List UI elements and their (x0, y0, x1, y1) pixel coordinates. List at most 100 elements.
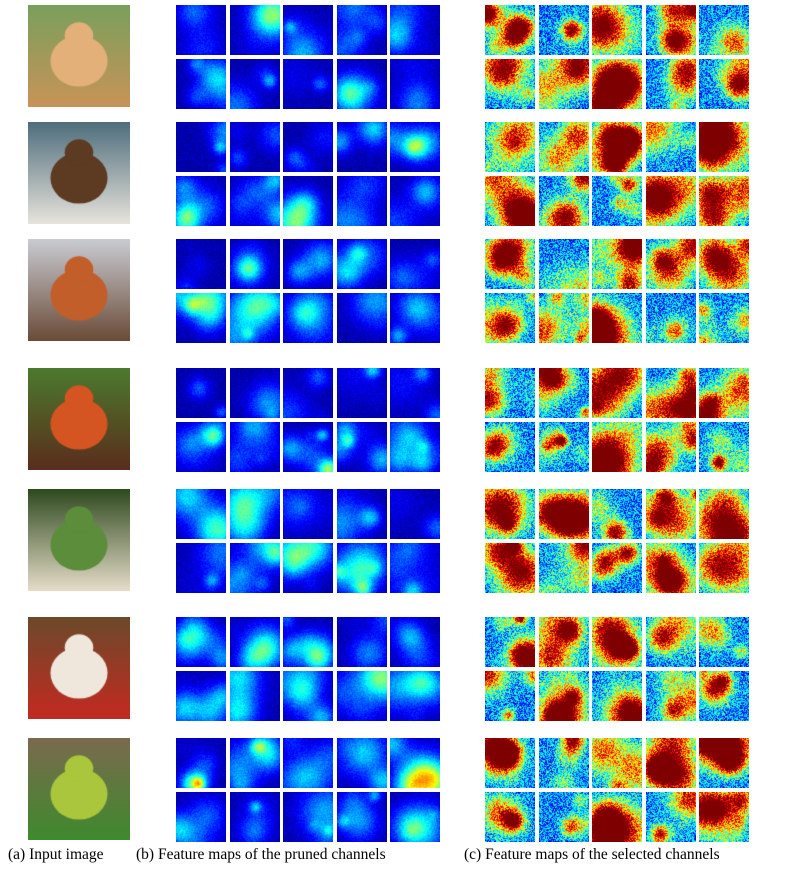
pruned-feature-map-kitten-0-1 (230, 5, 280, 55)
selected-feature-map-chameleon-0-3 (646, 738, 696, 788)
pruned-feature-map-kitten-1-0 (176, 59, 226, 109)
caption-selected-channels: (c) Feature maps of the selected channel… (464, 846, 720, 863)
pruned-feature-map-robin-0-4 (390, 239, 440, 289)
selected-feature-map-chameleon-1-2 (592, 792, 642, 842)
selected-feature-map-chameleon-1-1 (539, 792, 589, 842)
selected-feature-map-robin-1-2 (592, 293, 642, 343)
selected-feature-map-stork-0-4 (699, 122, 749, 172)
selected-feature-map-stork-1-4 (699, 176, 749, 226)
pruned-feature-map-stork-1-3 (337, 176, 387, 226)
selected-feature-map-hen-1-0 (485, 422, 535, 472)
pruned-feature-map-dog-1-1 (230, 543, 280, 593)
selected-feature-map-dog-0-2 (592, 489, 642, 539)
selected-feature-map-hen-1-1 (539, 422, 589, 472)
selected-feature-map-hen-0-0 (485, 368, 535, 418)
pruned-feature-map-dog-0-4 (390, 489, 440, 539)
input-image-mushroom (28, 617, 130, 719)
pruned-feature-map-chameleon-1-1 (230, 792, 280, 842)
input-image-robin (28, 239, 130, 341)
selected-feature-map-chameleon-1-0 (485, 792, 535, 842)
pruned-feature-map-robin-1-2 (283, 293, 333, 343)
pruned-feature-map-hen-1-2 (283, 422, 333, 472)
pruned-feature-map-hen-0-1 (230, 368, 280, 418)
pruned-feature-map-dog-1-0 (176, 543, 226, 593)
pruned-feature-map-stork-1-2 (283, 176, 333, 226)
pruned-feature-map-mushroom-1-0 (176, 671, 226, 721)
selected-feature-map-stork-0-0 (485, 122, 535, 172)
selected-feature-map-hen-0-3 (646, 368, 696, 418)
selected-feature-map-mushroom-1-4 (699, 671, 749, 721)
selected-feature-map-robin-1-3 (646, 293, 696, 343)
pruned-feature-map-stork-0-3 (337, 122, 387, 172)
pruned-feature-map-kitten-1-1 (230, 59, 280, 109)
pruned-feature-map-chameleon-1-4 (390, 792, 440, 842)
pruned-feature-map-dog-0-0 (176, 489, 226, 539)
selected-feature-map-chameleon-0-0 (485, 738, 535, 788)
pruned-feature-map-mushroom-1-4 (390, 671, 440, 721)
pruned-feature-map-mushroom-1-1 (230, 671, 280, 721)
selected-feature-map-dog-1-1 (539, 543, 589, 593)
selected-feature-map-chameleon-0-2 (592, 738, 642, 788)
selected-feature-map-robin-1-4 (699, 293, 749, 343)
selected-feature-map-kitten-1-3 (646, 59, 696, 109)
selected-feature-map-mushroom-0-4 (699, 617, 749, 667)
selected-feature-map-kitten-1-0 (485, 59, 535, 109)
input-image-kitten (28, 5, 130, 107)
pruned-feature-map-robin-1-4 (390, 293, 440, 343)
pruned-feature-map-kitten-0-4 (390, 5, 440, 55)
pruned-feature-map-hen-0-2 (283, 368, 333, 418)
pruned-feature-map-robin-0-2 (283, 239, 333, 289)
selected-feature-map-dog-0-0 (485, 489, 535, 539)
selected-feature-map-robin-0-0 (485, 239, 535, 289)
pruned-feature-map-chameleon-1-3 (337, 792, 387, 842)
selected-feature-map-chameleon-1-3 (646, 792, 696, 842)
pruned-feature-map-dog-1-3 (337, 543, 387, 593)
selected-feature-map-chameleon-0-1 (539, 738, 589, 788)
selected-feature-map-dog-1-4 (699, 543, 749, 593)
selected-feature-map-kitten-0-3 (646, 5, 696, 55)
input-image-chameleon (28, 738, 130, 840)
pruned-feature-map-chameleon-1-0 (176, 792, 226, 842)
pruned-feature-map-hen-1-1 (230, 422, 280, 472)
pruned-feature-map-hen-0-4 (390, 368, 440, 418)
pruned-feature-map-kitten-1-2 (283, 59, 333, 109)
pruned-feature-map-robin-1-1 (230, 293, 280, 343)
pruned-feature-map-stork-1-1 (230, 176, 280, 226)
selected-feature-map-stork-1-2 (592, 176, 642, 226)
pruned-feature-map-stork-0-0 (176, 122, 226, 172)
pruned-feature-map-hen-0-0 (176, 368, 226, 418)
selected-feature-map-kitten-1-4 (699, 59, 749, 109)
selected-feature-map-chameleon-1-4 (699, 792, 749, 842)
pruned-feature-map-robin-0-1 (230, 239, 280, 289)
selected-feature-map-kitten-0-2 (592, 5, 642, 55)
pruned-feature-map-mushroom-0-4 (390, 617, 440, 667)
selected-feature-map-stork-0-1 (539, 122, 589, 172)
selected-feature-map-robin-0-2 (592, 239, 642, 289)
pruned-feature-map-mushroom-1-2 (283, 671, 333, 721)
selected-feature-map-kitten-0-1 (539, 5, 589, 55)
selected-feature-map-mushroom-0-1 (539, 617, 589, 667)
selected-feature-map-hen-1-2 (592, 422, 642, 472)
selected-feature-map-hen-0-1 (539, 368, 589, 418)
selected-feature-map-dog-0-1 (539, 489, 589, 539)
selected-feature-map-hen-1-4 (699, 422, 749, 472)
selected-feature-map-stork-1-0 (485, 176, 535, 226)
selected-feature-map-kitten-1-1 (539, 59, 589, 109)
pruned-feature-map-dog-1-4 (390, 543, 440, 593)
selected-feature-map-robin-0-3 (646, 239, 696, 289)
selected-feature-map-kitten-0-4 (699, 5, 749, 55)
pruned-feature-map-kitten-1-3 (337, 59, 387, 109)
pruned-feature-map-hen-1-4 (390, 422, 440, 472)
selected-feature-map-stork-1-3 (646, 176, 696, 226)
selected-feature-map-dog-1-0 (485, 543, 535, 593)
caption-pruned-channels: (b) Feature maps of the pruned channels (136, 846, 386, 863)
selected-feature-map-robin-1-1 (539, 293, 589, 343)
selected-feature-map-hen-1-3 (646, 422, 696, 472)
pruned-feature-map-dog-0-3 (337, 489, 387, 539)
selected-feature-map-kitten-1-2 (592, 59, 642, 109)
pruned-feature-map-dog-0-1 (230, 489, 280, 539)
pruned-feature-map-robin-1-0 (176, 293, 226, 343)
pruned-feature-map-kitten-0-3 (337, 5, 387, 55)
pruned-feature-map-kitten-1-4 (390, 59, 440, 109)
